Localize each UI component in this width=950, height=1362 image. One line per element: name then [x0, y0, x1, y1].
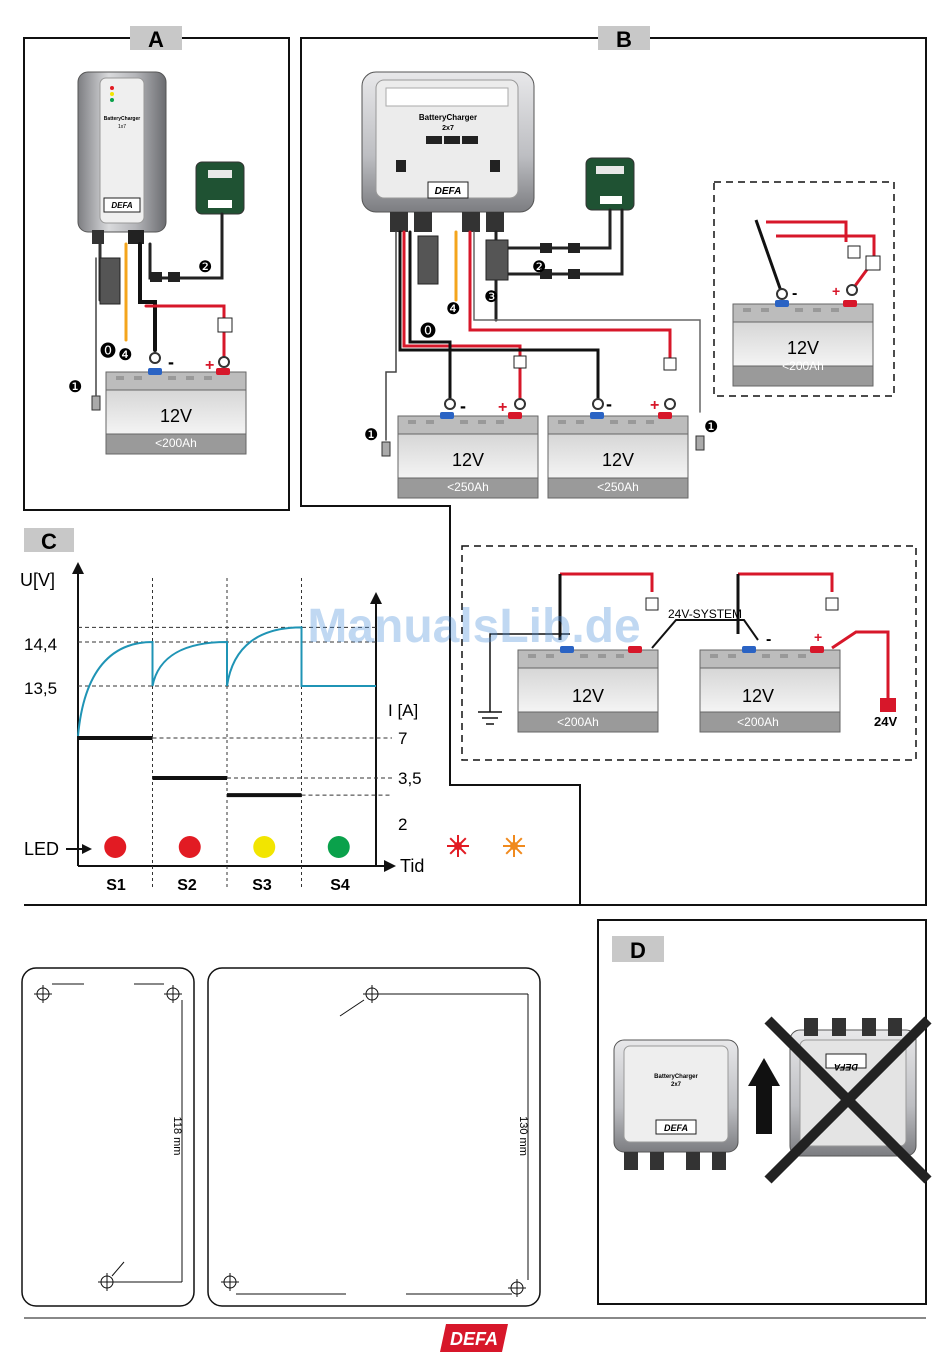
- panel-d: D BatteryCharger 2x7 DEFA DEFA: [598, 920, 928, 1304]
- ytick-voltage-0: 14,4: [24, 635, 57, 654]
- plus-mark-24v: +: [814, 629, 822, 645]
- mounting-template-2x7: 130 mm: [208, 968, 540, 1306]
- minus-mark-a: -: [168, 352, 174, 372]
- dimension-130: 130 mm: [517, 1116, 529, 1156]
- battery-b1-voltage: 12V: [452, 450, 484, 470]
- marker-3-b: ❸: [484, 289, 498, 306]
- dimension-118: 118 mm: [171, 1117, 183, 1156]
- charger-2x7-title: BatteryCharger: [419, 113, 477, 122]
- battery-b2-capacity: <250Ah: [597, 480, 639, 494]
- stage-label-s3: S3: [252, 877, 272, 894]
- marker-0-b: ⓿: [420, 322, 436, 340]
- label-24v-output: 24V: [874, 714, 897, 729]
- panel-b: B BatteryCharger 2x7 DEFA: [301, 26, 926, 905]
- battery-inset-capacity: <200Ah: [782, 359, 824, 373]
- plus-mark-a: +: [205, 357, 214, 374]
- battery-inset-voltage: 12V: [787, 338, 819, 358]
- remote-panel-b: [586, 158, 634, 210]
- remote-panel-a: [196, 162, 244, 214]
- plus-mark-inset: +: [832, 283, 840, 299]
- battery-24v-1-voltage: 12V: [572, 686, 604, 706]
- battery-b1-capacity: <250Ah: [447, 480, 489, 494]
- chart-led-label: LED: [24, 839, 59, 859]
- battery-b2: 12V <250Ah: [548, 412, 688, 498]
- charger-1x7-brand: DEFA: [111, 201, 133, 210]
- battery-a: 12V <200Ah: [106, 368, 246, 454]
- led-blink-center-0: [454, 842, 462, 850]
- ytick-voltage-1: 13,5: [24, 679, 57, 698]
- charger-d-wrong-brand: DEFA: [834, 1062, 858, 1072]
- charger-1x7-model: 1x7: [118, 124, 126, 130]
- voltage-axis-arrow: [72, 562, 84, 574]
- marker-0-a: ⓿: [100, 342, 116, 360]
- chart-ylabel-right: I [A]: [388, 701, 418, 720]
- charger-d-title: BatteryCharger: [654, 1074, 698, 1080]
- charger-1x7: BatteryCharger 1x7 DEFA: [78, 72, 166, 244]
- led-s3: [253, 836, 275, 858]
- panel-a: A BatteryCharger 1x7 DEFA: [24, 26, 289, 510]
- charger-2x7-brand: DEFA: [435, 186, 462, 197]
- battery-b2-voltage: 12V: [602, 450, 634, 470]
- minus-mark-24v: -: [766, 631, 771, 648]
- minus-mark-b2: -: [606, 394, 612, 414]
- marker-2-b: ❷: [532, 259, 546, 276]
- plus-mark-b1: +: [498, 399, 507, 416]
- footer-logo: DEFA: [440, 1324, 508, 1352]
- charger-d-model: 2x7: [671, 1082, 682, 1088]
- led-s4: [328, 836, 350, 858]
- stage-label-s4: S4: [330, 877, 350, 894]
- led-s2: [179, 836, 201, 858]
- label-24v-system: 24V-SYSTEM: [668, 607, 742, 621]
- stage-label-s2: S2: [177, 877, 197, 894]
- marker-1-b-right: ❶: [704, 419, 718, 436]
- footer-logo-text: DEFA: [450, 1329, 498, 1349]
- led-blink-center-1: [510, 842, 518, 850]
- ytick-current-1: 3,5: [398, 769, 422, 788]
- stage-label-s1: S1: [106, 877, 126, 894]
- charger-2x7: BatteryCharger 2x7 DEFA: [362, 72, 534, 232]
- panel-c-label: C: [41, 529, 57, 554]
- inset-single-battery: - + 12V <200Ah: [714, 182, 894, 396]
- plus-mark-b2: +: [650, 397, 659, 414]
- minus-mark-b1: -: [460, 396, 466, 416]
- chart-ylabel: U[V]: [20, 570, 55, 590]
- battery-a-capacity: <200Ah: [155, 436, 197, 450]
- led-s1: [104, 836, 126, 858]
- ytick-current-2: 2: [398, 815, 407, 834]
- ytick-current-0: 7: [398, 729, 407, 748]
- charger-2x7-model: 2x7: [442, 125, 454, 132]
- battery-b1: 12V <250Ah: [398, 412, 538, 498]
- marker-2-a: ❷: [198, 259, 212, 276]
- marker-4-b: ❹: [446, 301, 460, 318]
- panel-b-label: B: [616, 27, 632, 52]
- battery-a-voltage: 12V: [160, 406, 192, 426]
- charger-1x7-title: BatteryCharger: [104, 116, 140, 122]
- panel-a-label: A: [148, 27, 164, 52]
- marker-4-a: ❹: [118, 347, 132, 364]
- time-axis-arrow: [384, 860, 396, 872]
- panel-d-label: D: [630, 938, 646, 963]
- battery-24v-1-capacity: <200Ah: [557, 715, 599, 729]
- up-arrow-icon: [748, 1058, 780, 1134]
- watermark: ManualsLib.de: [307, 600, 640, 653]
- battery-24v-2-capacity: <200Ah: [737, 715, 779, 729]
- mounting-template-1x7: 118 mm: [22, 968, 194, 1306]
- charger-correct-orientation: BatteryCharger 2x7 DEFA: [614, 1040, 738, 1170]
- chart-xlabel: Tid: [400, 856, 424, 876]
- minus-mark-inset: -: [792, 285, 797, 302]
- led-row-pointer-head: [82, 844, 92, 854]
- battery-24v-2-voltage: 12V: [742, 686, 774, 706]
- marker-1-b-left: ❶: [364, 427, 378, 444]
- inset-24v-system: 24V-SYSTEM 24V - + 12V <200Ah 12V <200Ah: [462, 546, 916, 760]
- charger-d-brand: DEFA: [664, 1123, 688, 1133]
- marker-1-a: ❶: [68, 379, 82, 396]
